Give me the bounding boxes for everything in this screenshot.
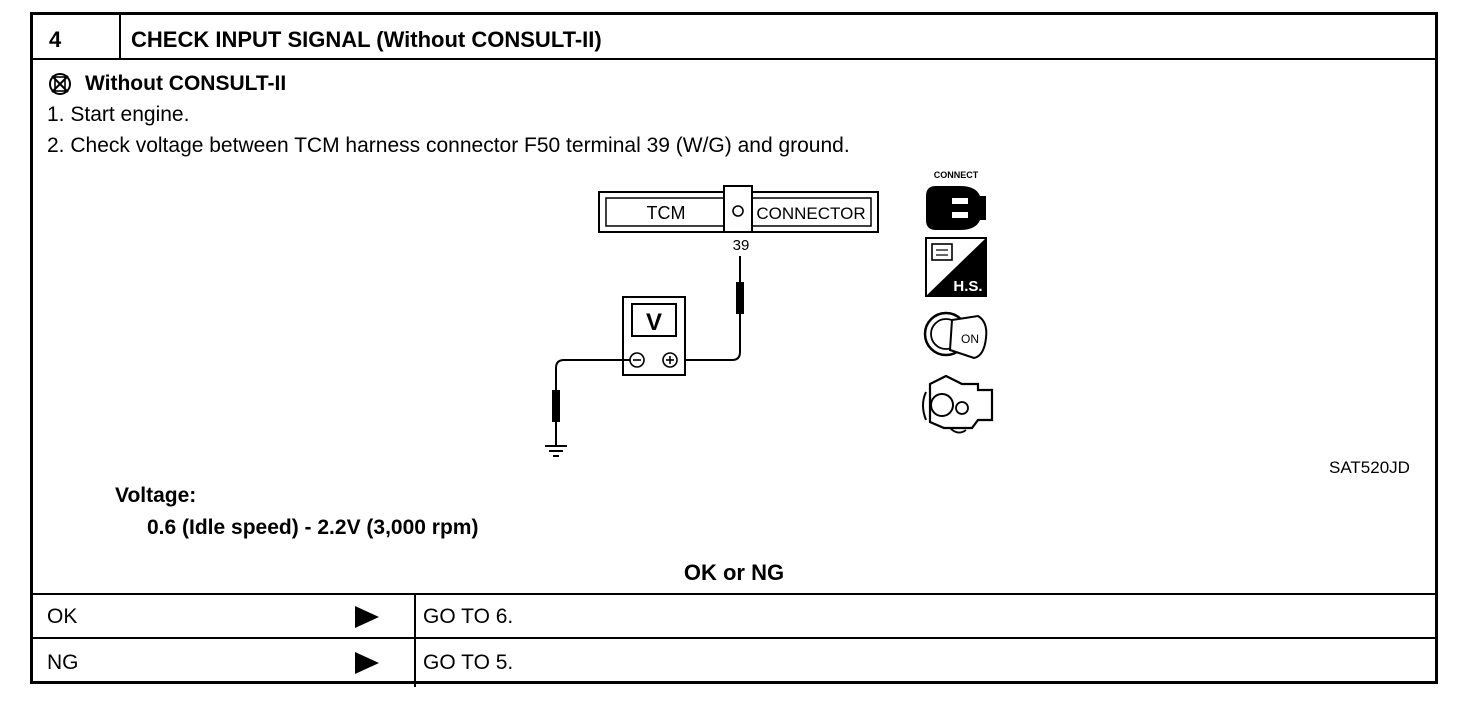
result-condition: NG (47, 651, 79, 674)
procedure-step-2: 2. Check voltage between TCM harness con… (47, 134, 850, 157)
hs-label: H.S. (953, 278, 982, 295)
connector-right-label: CONNECTOR (756, 204, 865, 223)
header-divider (33, 58, 1435, 60)
result-column-divider (414, 593, 416, 687)
mode-label: Without CONSULT-II (85, 72, 287, 95)
result-action: GO TO 6. (423, 605, 514, 628)
tcm-connector: TCM CONNECTOR (598, 185, 879, 233)
result-question: OK or NG (683, 560, 785, 585)
meter-label: V (646, 309, 662, 336)
result-divider-top (33, 593, 1435, 595)
plus-terminal-icon (662, 352, 678, 368)
step-title: CHECK INPUT SIGNAL (Without CONSULT-II) (131, 27, 602, 52)
ignition-key-icon: ON (923, 311, 988, 360)
header-column-divider (119, 15, 121, 58)
positive-probe (684, 256, 744, 361)
spec-value: 0.6 (Idle speed) - 2.2V (3,000 rpm) (147, 516, 479, 539)
arrow-right-icon (355, 652, 379, 674)
step-number: 4 (49, 27, 62, 52)
ground-icon (545, 445, 567, 457)
key-label: ON (961, 332, 979, 346)
connect-label: CONNECT (934, 170, 979, 180)
procedure-table: 4 CHECK INPUT SIGNAL (Without CONSULT-II… (30, 12, 1438, 687)
harness-side-icon: H.S. (925, 237, 987, 297)
terminal-label: 39 (733, 237, 750, 254)
spec-label: Voltage: (115, 484, 197, 507)
result-divider-middle (33, 637, 1435, 639)
connect-icon: CONNECT (926, 170, 986, 230)
negative-probe (552, 359, 630, 446)
procedure-step-1: 1. Start engine. (47, 103, 190, 126)
figure-code: SAT520JD (1329, 458, 1410, 477)
engine-icon (922, 374, 994, 434)
arrow-right-icon (355, 606, 379, 628)
result-action: GO TO 5. (423, 651, 514, 674)
no-consult-icon (49, 73, 71, 95)
result-condition: OK (47, 605, 78, 628)
connector-left-label: TCM (647, 203, 686, 223)
voltmeter: V (622, 296, 686, 376)
